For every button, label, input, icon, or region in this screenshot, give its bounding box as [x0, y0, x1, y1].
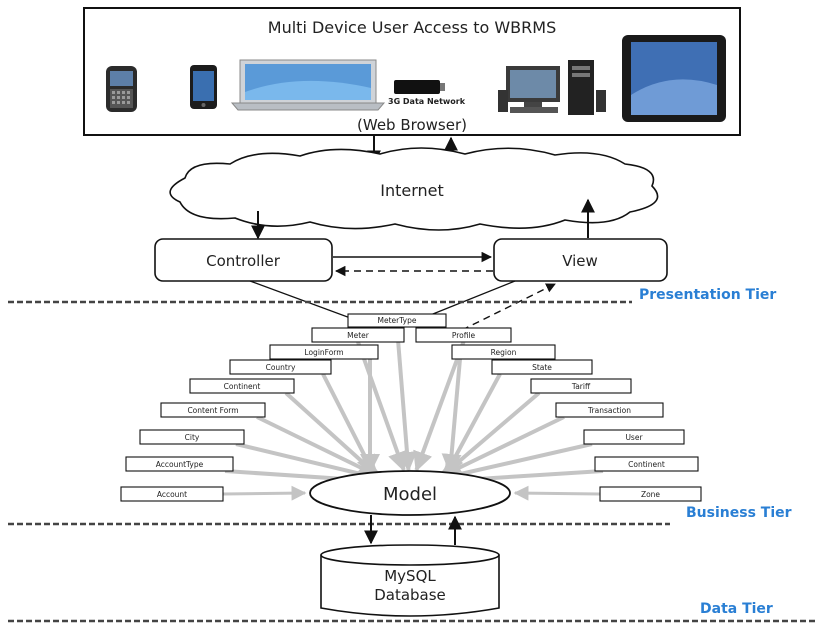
entity-left-4-label: City: [185, 433, 200, 442]
entity-right-2: Tariff: [530, 378, 632, 394]
fan-arrow-top-2: [413, 341, 466, 472]
blackberry-phone-icon: [106, 66, 137, 112]
network-label: 3G Data Network: [388, 97, 466, 106]
view-box: View: [493, 238, 668, 282]
entity-left-0-label: LoginForm: [304, 348, 343, 357]
controller-label: Controller: [206, 252, 281, 270]
model-ellipse: Model: [309, 470, 511, 516]
fan-arrow-right-0: [441, 358, 462, 474]
dashed-arrow-to-view: [461, 283, 556, 331]
fan-arrow-left-3: [256, 415, 384, 480]
web-browser-label: (Web Browser): [357, 116, 467, 134]
devices-panel: Multi Device User Access to WBRMS: [83, 7, 741, 136]
database-label-line2: Database: [374, 586, 446, 604]
entity-left-6: Account: [120, 486, 224, 502]
entity-right-5-label: Continent: [628, 460, 665, 469]
smartphone-icon: [190, 65, 217, 109]
entity-left-5-label: AccountType: [156, 460, 204, 469]
entity-right-0: Region: [451, 344, 556, 360]
controller-box: Controller: [154, 238, 333, 282]
internet-label: Internet: [380, 181, 444, 200]
fan-arrow-top-0: [395, 326, 417, 472]
entity-right-0-label: Region: [491, 348, 517, 357]
laptop-icon: [230, 59, 386, 111]
entity-left-3: Content Form: [160, 402, 266, 418]
fan-arrow-left-2: [284, 391, 380, 478]
fan-arrow-left-6: [222, 485, 307, 501]
usb-modem-icon: 3G Data Network: [388, 80, 466, 106]
entity-left-5: AccountType: [125, 456, 234, 472]
data-tier-label: Data Tier: [700, 601, 773, 617]
entity-right-3-label: Transaction: [587, 406, 631, 415]
database-label-line1: MySQL: [384, 567, 436, 585]
entity-right-3: Transaction: [555, 402, 664, 418]
entity-left-4: City: [139, 429, 245, 445]
entity-right-1: State: [491, 359, 593, 375]
entity-right-1-label: State: [532, 363, 552, 372]
entity-top-0-label: MeterType: [378, 316, 417, 325]
entity-top-2-label: Profile: [452, 331, 476, 340]
fan-arrow-right-3: [436, 415, 565, 480]
entity-left-3-label: Content Form: [187, 406, 238, 415]
entity-right-4-label: User: [625, 433, 643, 442]
presentation-tier-label: Presentation Tier: [639, 287, 776, 303]
desktop-computer-icon: [498, 60, 606, 115]
entity-top-1-label: Meter: [347, 331, 370, 340]
entity-right-6-label: Zone: [641, 490, 660, 499]
fan-arrow-left-1: [321, 373, 376, 476]
entity-top-2: Profile: [415, 327, 512, 343]
entity-left-1-label: Country: [266, 363, 296, 372]
fan-arrow-right-6: [513, 485, 601, 501]
devices-title: Multi Device User Access to WBRMS: [268, 18, 556, 37]
database-cylinder: MySQL Database: [320, 544, 500, 617]
entity-right-6: Zone: [599, 486, 702, 502]
entity-left-2: Continent: [189, 378, 295, 394]
entity-right-5: Continent: [594, 456, 699, 472]
entity-left-0: LoginForm: [269, 344, 379, 360]
entity-left-1: Country: [229, 359, 332, 375]
entity-left-2-label: Continent: [224, 382, 261, 391]
tablet-icon: [622, 35, 726, 122]
business-tier-label: Business Tier: [686, 505, 792, 521]
entity-right-2-label: Tariff: [571, 382, 591, 391]
entity-top-1: Meter: [311, 327, 405, 343]
entity-left-6-label: Account: [157, 490, 187, 499]
entity-right-4: User: [583, 429, 685, 445]
model-label: Model: [383, 484, 437, 505]
entity-top-0: MeterType: [347, 313, 447, 328]
internet-cloud: Internet: [169, 147, 659, 231]
view-label: View: [562, 252, 598, 270]
fan-arrow-top-1: [356, 341, 408, 472]
